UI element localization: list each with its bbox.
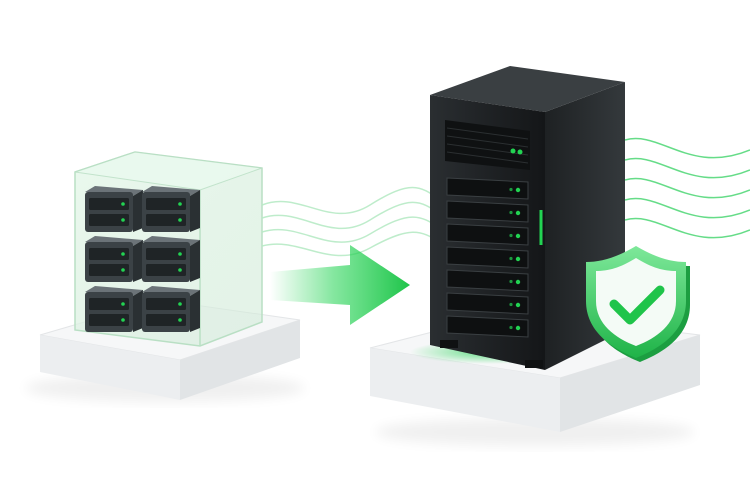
checkmark-icon bbox=[609, 285, 665, 325]
server-unit bbox=[85, 186, 143, 232]
status-led bbox=[178, 268, 182, 272]
drive-slot bbox=[89, 248, 129, 260]
drive-slot bbox=[89, 314, 129, 326]
status-led bbox=[509, 233, 513, 238]
drive-bay bbox=[446, 292, 529, 315]
status-led bbox=[178, 218, 182, 222]
tower-server-icon bbox=[430, 66, 625, 370]
server-unit-grid bbox=[85, 186, 200, 332]
status-led bbox=[178, 252, 182, 256]
status-led bbox=[515, 233, 521, 239]
drive-bay bbox=[446, 315, 529, 338]
server-unit bbox=[142, 236, 200, 282]
status-led bbox=[509, 302, 513, 307]
drive-slot bbox=[146, 248, 186, 260]
server-unit bbox=[85, 286, 143, 332]
drive-slot bbox=[146, 298, 186, 310]
server-unit bbox=[142, 186, 200, 232]
drive-bay bbox=[446, 246, 529, 269]
status-led bbox=[121, 218, 125, 222]
status-led bbox=[515, 325, 521, 331]
status-led bbox=[515, 302, 521, 308]
status-led bbox=[509, 210, 513, 215]
server-unit bbox=[142, 286, 200, 332]
status-led bbox=[509, 256, 513, 261]
status-led bbox=[121, 318, 125, 322]
drive-slot bbox=[146, 214, 186, 226]
status-led bbox=[121, 302, 125, 306]
status-led bbox=[515, 256, 521, 262]
data-stream-lines-left bbox=[261, 186, 441, 257]
stacked-servers-icon bbox=[74, 151, 263, 347]
status-led bbox=[509, 279, 513, 284]
status-led bbox=[178, 318, 182, 322]
status-led bbox=[509, 325, 513, 330]
server-unit bbox=[85, 236, 143, 282]
drive-slot bbox=[146, 264, 186, 276]
drive-bay bbox=[446, 223, 529, 246]
shield-check-icon bbox=[586, 246, 690, 362]
status-led bbox=[121, 268, 125, 272]
status-led bbox=[178, 302, 182, 306]
drive-slot bbox=[146, 198, 186, 210]
status-led bbox=[515, 187, 521, 193]
drive-slot bbox=[89, 298, 129, 310]
status-led bbox=[178, 202, 182, 206]
status-led bbox=[510, 148, 516, 154]
drive-bays bbox=[446, 177, 529, 338]
drive-slot bbox=[89, 198, 129, 210]
status-led bbox=[509, 187, 513, 192]
status-led bbox=[515, 279, 521, 285]
drive-bay bbox=[446, 177, 529, 200]
drive-bay bbox=[446, 269, 529, 292]
drive-slot bbox=[89, 264, 129, 276]
arrow-right-icon bbox=[270, 245, 410, 325]
vent-grill bbox=[446, 127, 529, 164]
status-led bbox=[121, 202, 125, 206]
drive-bay bbox=[446, 200, 529, 223]
drive-slot bbox=[146, 314, 186, 326]
status-led bbox=[121, 252, 125, 256]
status-led bbox=[515, 210, 521, 216]
data-stream-lines-right bbox=[624, 137, 750, 239]
status-led bbox=[517, 149, 523, 155]
drive-slot bbox=[89, 214, 129, 226]
